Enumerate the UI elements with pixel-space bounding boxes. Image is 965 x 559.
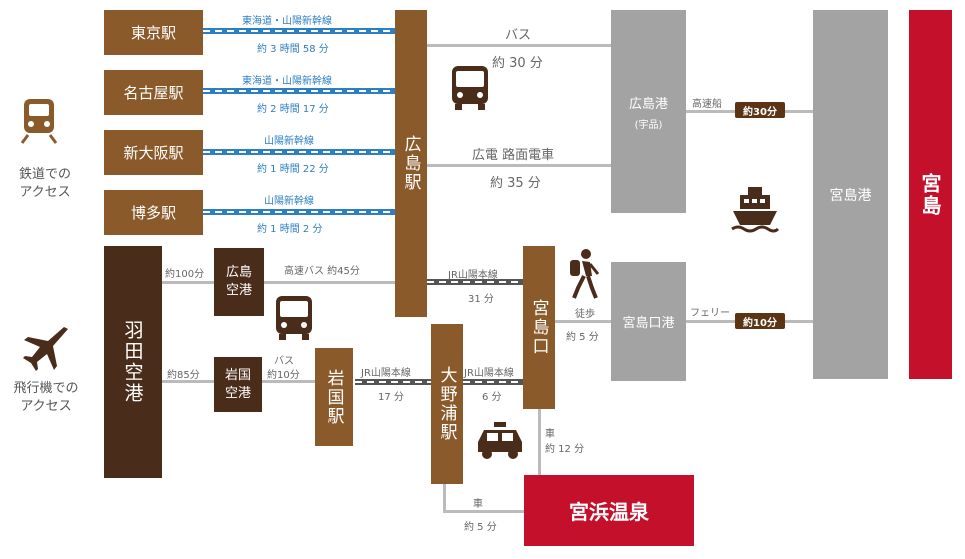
route-walk-time: 約 5 分: [566, 332, 599, 343]
airport-haneda[interactable]: 羽田空港: [104, 246, 162, 478]
line-mjk-car: [538, 408, 541, 476]
airport-iwakuni[interactable]: 岩国空港: [214, 357, 262, 412]
route-nagoya-line: 東海道・山陽新幹線: [242, 76, 332, 87]
route-hakata-time: 約 1 時間 2 分: [257, 224, 323, 235]
station-onoura[interactable]: 大野浦駅: [431, 324, 463, 484]
destination-miyahama-onsen[interactable]: 宮浜温泉: [524, 475, 694, 546]
route-bus2-label: バス: [274, 356, 294, 367]
station-iwakuni[interactable]: 岩国駅: [315, 348, 353, 446]
station-hiroshima[interactable]: 広島駅: [395, 10, 427, 317]
route-jr2-time: 17 分: [378, 392, 404, 403]
airport-bus-icon: [276, 296, 312, 340]
shinkansen-line-tokyo: [203, 28, 395, 34]
air-access-line1: 飛行機での: [13, 381, 79, 396]
rail-access-line2: アクセス: [19, 185, 71, 200]
port-hiroshima-label: 広島港: [628, 96, 668, 112]
route-car1-time: 約 12 分: [545, 444, 585, 455]
route-tram-label: 広電 路面電車: [472, 148, 555, 163]
shinkansen-line-hakata: [203, 209, 395, 215]
route-boat-label: 高速船: [692, 99, 722, 110]
destination-miyajima[interactable]: 宮島: [909, 10, 952, 379]
train-icon: [20, 99, 58, 144]
station-tokyo[interactable]: 東京駅: [104, 10, 203, 55]
route-car2-label: 車: [473, 499, 483, 510]
route-osaka-line: 山陽新幹線: [264, 136, 314, 147]
rail-access-label: 鉄道での アクセス: [10, 166, 80, 202]
line-haneda-hirair: [162, 281, 214, 284]
route-bus-time: 約 30 分: [492, 56, 543, 71]
line-iwaair-iwa: [262, 380, 315, 383]
route-jr1-time: 31 分: [468, 294, 494, 305]
ship-icon: [731, 187, 780, 233]
walker-icon: [570, 249, 600, 299]
jr-line-hiroshima-mjk: [427, 279, 523, 285]
route-haneda-iwaair-time: 約85分: [167, 370, 200, 381]
route-jr3-time: 6 分: [482, 392, 502, 403]
taxi-icon: [478, 422, 522, 459]
line-hiroshima-tram: [427, 164, 611, 167]
line-mjk-walk: [555, 320, 613, 323]
route-airport-bus: 高速バス 約45分: [284, 266, 360, 277]
route-osaka-time: 約 1 時間 22 分: [257, 164, 329, 175]
route-bus2-time: 約10分: [267, 370, 300, 381]
jr-line-iwakuni-onoura: [355, 379, 431, 385]
air-access-label: 飛行機での アクセス: [6, 380, 86, 416]
route-boat-time: 約30分: [735, 102, 785, 118]
route-tokyo-time: 約 3 時間 58 分: [257, 44, 329, 55]
route-ferry-label: フェリー: [690, 308, 730, 319]
route-hakata-line: 山陽新幹線: [264, 196, 314, 207]
port-miyajimaguchi[interactable]: 宮島口港: [611, 262, 686, 381]
station-shin-osaka[interactable]: 新大阪駅: [104, 130, 203, 175]
route-jr1-label: JR山陽本線: [448, 270, 498, 281]
airport-hiroshima[interactable]: 広島空港: [214, 248, 264, 316]
line-onoura-down: [443, 483, 446, 513]
rail-access-line1: 鉄道での: [18, 167, 71, 182]
line-onoura-car: [443, 510, 525, 513]
route-walk-label: 徒歩: [575, 309, 595, 320]
line-haneda-iwaair: [162, 380, 214, 383]
line-hiroshima-bus: [427, 44, 611, 47]
port-hiroshima[interactable]: 広島港 (宇品): [611, 10, 686, 213]
airplane-icon: [23, 327, 68, 371]
shinkansen-line-nagoya: [203, 88, 395, 94]
route-tokyo-line: 東海道・山陽新幹線: [242, 16, 332, 27]
port-hiroshima-sublabel: (宇品): [634, 119, 663, 131]
jr-line-onoura-mjk: [463, 379, 523, 385]
route-jr2-label: JR山陽本線: [361, 368, 411, 379]
shinkansen-line-osaka: [203, 149, 395, 155]
route-jr3-label: JR山陽本線: [464, 368, 514, 379]
route-car1-label: 車: [545, 429, 555, 440]
route-ferry-time: 約10分: [735, 313, 785, 329]
route-tram-time: 約 35 分: [490, 176, 541, 191]
station-hakata[interactable]: 博多駅: [104, 190, 203, 235]
route-haneda-hirair-time: 約100分: [165, 269, 205, 280]
bus-icon: [452, 66, 488, 110]
station-nagoya[interactable]: 名古屋駅: [104, 70, 203, 115]
route-bus-label: バス: [505, 28, 532, 43]
air-access-line2: アクセス: [20, 399, 72, 414]
station-miyajimaguchi[interactable]: 宮島口: [523, 246, 555, 409]
route-nagoya-time: 約 2 時間 17 分: [257, 104, 329, 115]
route-car2-time: 約 5 分: [464, 522, 497, 533]
line-hirair-bus: [264, 281, 395, 284]
port-miyajima[interactable]: 宮島港: [813, 10, 888, 379]
